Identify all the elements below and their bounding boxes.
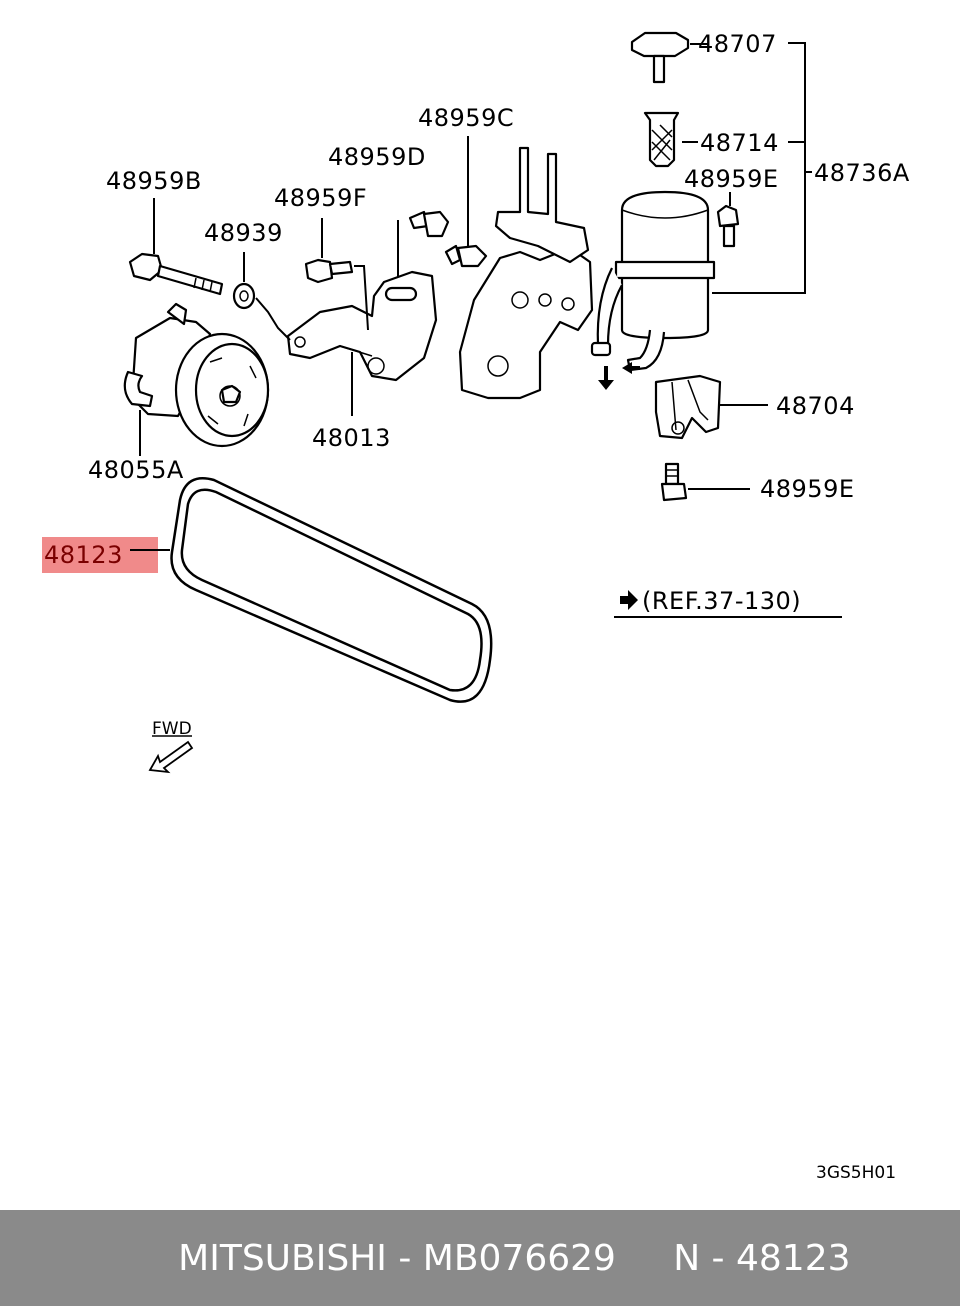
callout-48959b: 48959B bbox=[106, 167, 202, 195]
v-belt-48123-icon bbox=[170, 477, 493, 703]
footer-caption: MITSUBISHI - MB076629 N - 48123 bbox=[109, 1197, 850, 1306]
reference-arrow-icon bbox=[620, 590, 638, 610]
adjusting-bracket-icon bbox=[286, 270, 438, 382]
callout-48055a: 48055A bbox=[88, 456, 184, 484]
footer-callout-label: N - 48123 bbox=[673, 1237, 851, 1279]
callout-48013: 48013 bbox=[312, 424, 391, 452]
reservoir-strainer-icon bbox=[643, 111, 680, 168]
footer-brand: MITSUBISHI bbox=[178, 1237, 387, 1279]
fwd-label: FWD bbox=[152, 719, 192, 739]
reservoir-cap-icon bbox=[630, 31, 690, 84]
footer-separator: - bbox=[386, 1237, 423, 1279]
callout-48123[interactable]: 48123 bbox=[44, 541, 123, 569]
footer-part-number: MB076629 bbox=[422, 1237, 616, 1279]
callout-48704: 48704 bbox=[776, 392, 855, 420]
bolt-48959c-icon bbox=[444, 244, 488, 268]
bolt-48959d-icon bbox=[408, 210, 450, 238]
bolt-48959b-icon bbox=[128, 252, 224, 296]
callout-48959e-top: 48959E bbox=[684, 165, 779, 193]
reference-text: (REF.37-130) bbox=[642, 587, 801, 615]
reservoir-body-icon bbox=[590, 190, 716, 390]
forward-arrow-icon bbox=[148, 740, 194, 774]
power-steering-pump-icon bbox=[123, 302, 270, 448]
exploded-parts-drawing: 48707 48714 48736A 48959E 48959C 48959D … bbox=[42, 30, 910, 1183]
highlight-box bbox=[42, 537, 158, 573]
pump-mounting-bracket-icon bbox=[458, 146, 594, 400]
washer-48939-icon bbox=[232, 282, 256, 310]
callout-48707: 48707 bbox=[698, 30, 777, 58]
callout-48959c: 48959C bbox=[418, 104, 514, 132]
diagram-code: 3GS5H01 bbox=[816, 1163, 896, 1183]
bolt-48959e-bottom-icon bbox=[660, 462, 688, 502]
reservoir-bracket-icon bbox=[654, 374, 722, 440]
callout-48736a: 48736A bbox=[814, 159, 910, 187]
callout-48959e-bottom: 48959E bbox=[760, 475, 855, 503]
callout-48939: 48939 bbox=[204, 219, 283, 247]
callout-48959f: 48959F bbox=[274, 184, 367, 212]
footer-bar: MITSUBISHI - MB076629 N - 48123 bbox=[0, 1210, 960, 1306]
callout-48714: 48714 bbox=[700, 129, 779, 157]
bolt-48959e-top-icon bbox=[716, 204, 740, 248]
callout-48959d: 48959D bbox=[328, 143, 426, 171]
bolt-48959f-icon bbox=[304, 258, 354, 284]
footer-gap bbox=[616, 1238, 673, 1279]
